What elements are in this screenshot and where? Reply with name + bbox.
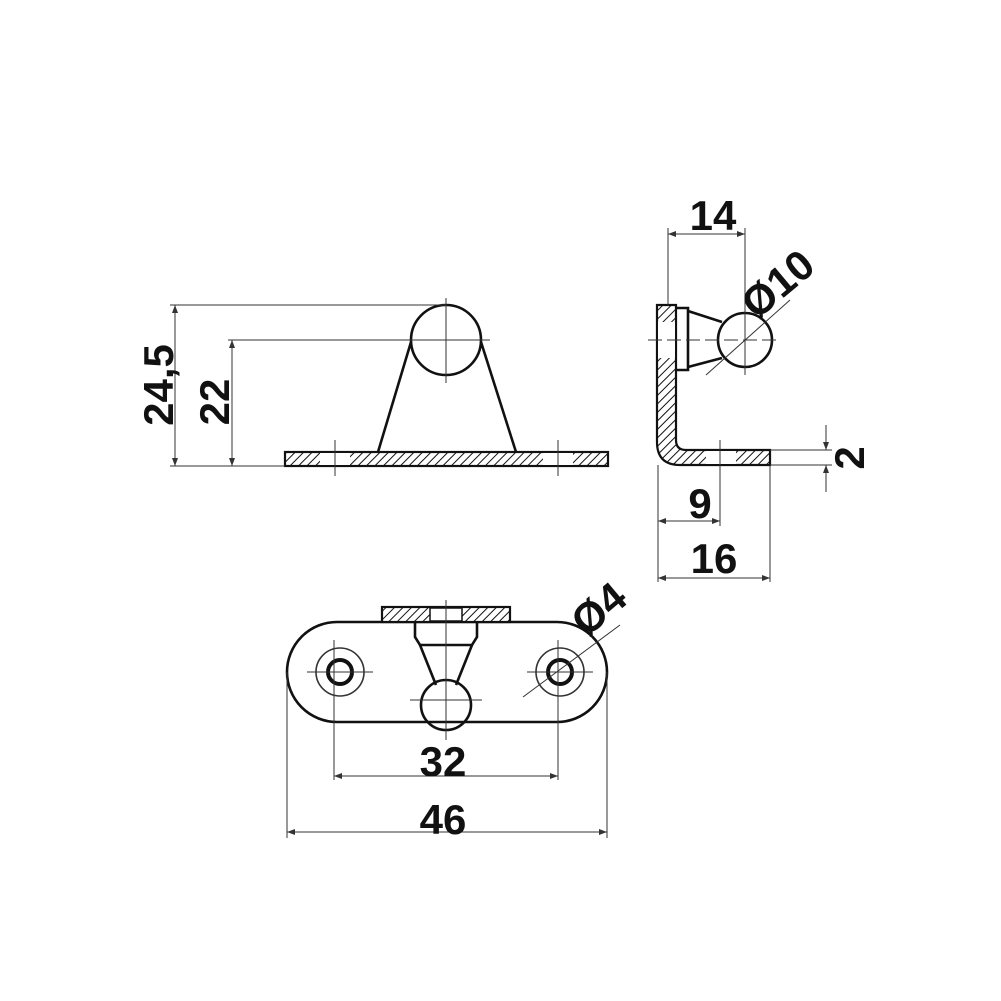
dim-hole-diameter: Ø4	[562, 572, 636, 644]
bottom-view: Ø4 32 46	[285, 572, 636, 843]
front-view: 24,5 22	[135, 298, 610, 476]
dim-hole-offset: 9	[688, 480, 711, 527]
dim-thickness: 2	[826, 446, 873, 469]
dim-ball-diameter: Ø10	[732, 240, 823, 327]
dim-base-length: 16	[691, 535, 738, 582]
dim-hole-spacing: 32	[420, 738, 467, 785]
dim-overall-length: 46	[420, 796, 467, 843]
dim-offset: 14	[690, 192, 737, 239]
side-view: 14 Ø10 2 9 16	[648, 192, 873, 582]
dim-height-center: 22	[191, 379, 238, 426]
dim-height-total: 24,5	[135, 344, 182, 426]
